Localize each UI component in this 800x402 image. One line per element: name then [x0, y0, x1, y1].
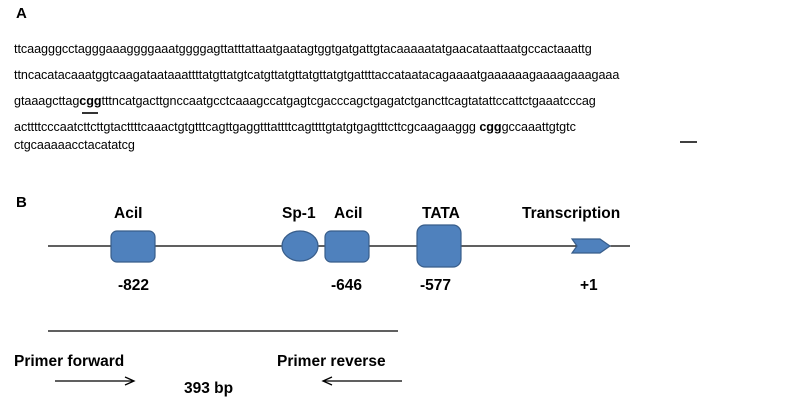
sequence-text: ctgcaaaaacctacatatcg [14, 138, 135, 152]
sequence-line-4: acttttcccaatcttcttgtacttttcaaactgtgtttca… [14, 120, 576, 134]
transcription-arrow-icon [570, 238, 612, 254]
primer-forward-label: Primer forward [14, 353, 125, 370]
acil-right-position: -646 [331, 277, 363, 294]
transcription-start-position: +1 [580, 277, 598, 294]
sequence-line-2: ttncacatacaaatggtcaagataataaattttatgttat… [14, 68, 619, 82]
tata-label: TATA [422, 205, 460, 222]
sequence-line-5: ctgcaaaaacctacatatcg [14, 138, 135, 152]
amplicon-size-label: 393 bp [184, 380, 234, 397]
acil-site-cgg-1: cgg [79, 94, 102, 108]
acil-site-cgg-2: cgg [479, 120, 502, 134]
tata-box [416, 224, 462, 268]
panel-b-label: B [16, 194, 27, 211]
sequence-text: ttncacatacaaatggtcaagataataaattttatgttat… [14, 68, 620, 82]
acil-right-label: AciI [334, 205, 363, 222]
transcription-label: Transcription [522, 205, 621, 222]
primer-reverse-arrow-icon [321, 376, 402, 386]
acil-left-position: -822 [118, 277, 150, 294]
sequence-text: acttttcccaatcttcttgtacttttcaaactgtgtttca… [14, 120, 480, 134]
acil-right-box [324, 230, 370, 263]
sequence-text: tttncatgacttgnccaatgcctcaaagccatgagtcgac… [101, 94, 596, 108]
sp1-ellipse [281, 230, 319, 262]
sequence-line-3: gtaaagcttagcggtttncatgacttgnccaatgcctcaa… [14, 94, 596, 108]
sequence-text: gtaaagcttag [14, 94, 80, 108]
sequence-text: gccaaattgtgtc [501, 120, 576, 134]
acil-left-label: AciI [114, 205, 143, 222]
primer-reverse-label: Primer reverse [277, 353, 386, 370]
primer-forward-arrow-icon [55, 376, 136, 386]
acil-left-box [110, 230, 156, 263]
sp1-label: Sp-1 [282, 205, 316, 222]
sequence-text: ttcaagggcctagggaaaggggaaatggggagttatttat… [14, 42, 592, 56]
sequence-line-1: ttcaagggcctagggaaaggggaaatggggagttatttat… [14, 42, 592, 56]
tata-position: -577 [420, 277, 452, 294]
panel-a-label: A [16, 5, 27, 22]
